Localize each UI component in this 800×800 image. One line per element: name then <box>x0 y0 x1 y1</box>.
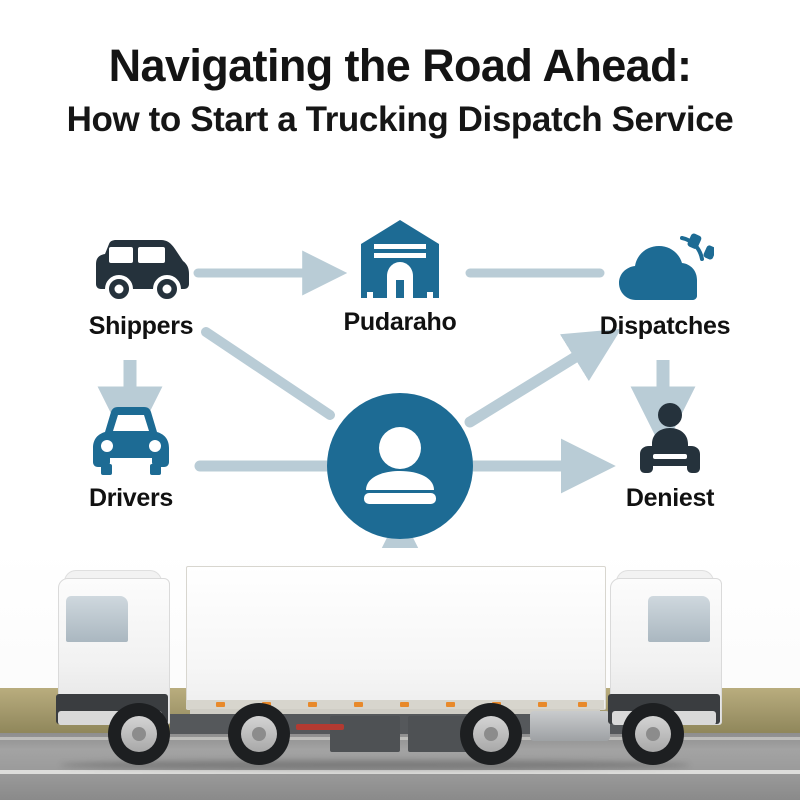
node-dispatches[interactable]: Dispatches <box>570 228 760 341</box>
node-label-deniest: Deniest <box>625 484 715 512</box>
cab-window-right <box>648 596 710 642</box>
wheel-hub-center <box>252 727 266 741</box>
connector-layer <box>97 250 696 577</box>
van-icon <box>46 228 236 306</box>
wheel <box>108 703 170 765</box>
wheel <box>460 703 522 765</box>
side-marker-light <box>308 702 317 707</box>
side-marker-light <box>216 702 225 707</box>
page-subtitle: How to Start a Trucking Dispatch Service <box>66 99 734 139</box>
node-label-shippers: Shippers <box>88 312 194 340</box>
truck-photo <box>0 548 800 800</box>
wheel-hub-center <box>484 727 498 741</box>
side-marker-light <box>538 702 547 707</box>
driver-seat-icon <box>575 400 765 478</box>
wheel-hub-center <box>132 727 146 741</box>
node-label-dispatches: Dispatches <box>599 312 731 340</box>
wheel-hub <box>635 716 671 752</box>
connector-shippers-to-center <box>201 327 335 420</box>
cargo-box <box>186 566 606 710</box>
node-drivers[interactable]: Drivers <box>36 400 226 513</box>
fuel-tank <box>530 711 610 741</box>
cloud-signal-icon <box>570 228 760 306</box>
cargo-box-rail <box>186 700 604 709</box>
wheel <box>622 703 684 765</box>
road-lane-marking <box>0 770 800 774</box>
wheel-hub-center <box>646 727 660 741</box>
cargo-box-underrail <box>190 709 600 715</box>
wheel <box>228 703 290 765</box>
wheel-hub <box>121 716 157 752</box>
side-marker-light <box>446 702 455 707</box>
red-underride-bar <box>296 724 344 730</box>
cab-window-left <box>66 596 128 642</box>
workflow-diagram: Shippers Pudaraho <box>0 210 800 580</box>
side-marker-light <box>578 702 587 707</box>
node-shippers[interactable]: Shippers <box>46 228 236 341</box>
title-block: Navigating the Road Ahead: How to Start … <box>0 40 800 139</box>
side-marker-light <box>354 702 363 707</box>
node-label-hub: Pudaraho <box>343 308 457 336</box>
connector-center-to-dispatches <box>464 328 622 428</box>
wheel-hub <box>473 716 509 752</box>
under-panel <box>330 716 400 752</box>
side-marker-light <box>400 702 409 707</box>
node-hub[interactable]: Pudaraho <box>305 220 495 337</box>
wheel-hub <box>241 716 277 752</box>
person-icon <box>364 427 436 504</box>
center-hub-dispatcher[interactable] <box>327 393 473 539</box>
node-deniest[interactable]: Deniest <box>575 400 765 513</box>
car-front-icon <box>36 400 226 478</box>
warehouse-icon <box>305 220 495 302</box>
truck-shadow <box>60 760 690 770</box>
node-label-drivers: Drivers <box>88 484 174 512</box>
page-title: Navigating the Road Ahead: <box>108 40 692 91</box>
road-edge-line <box>0 737 800 740</box>
